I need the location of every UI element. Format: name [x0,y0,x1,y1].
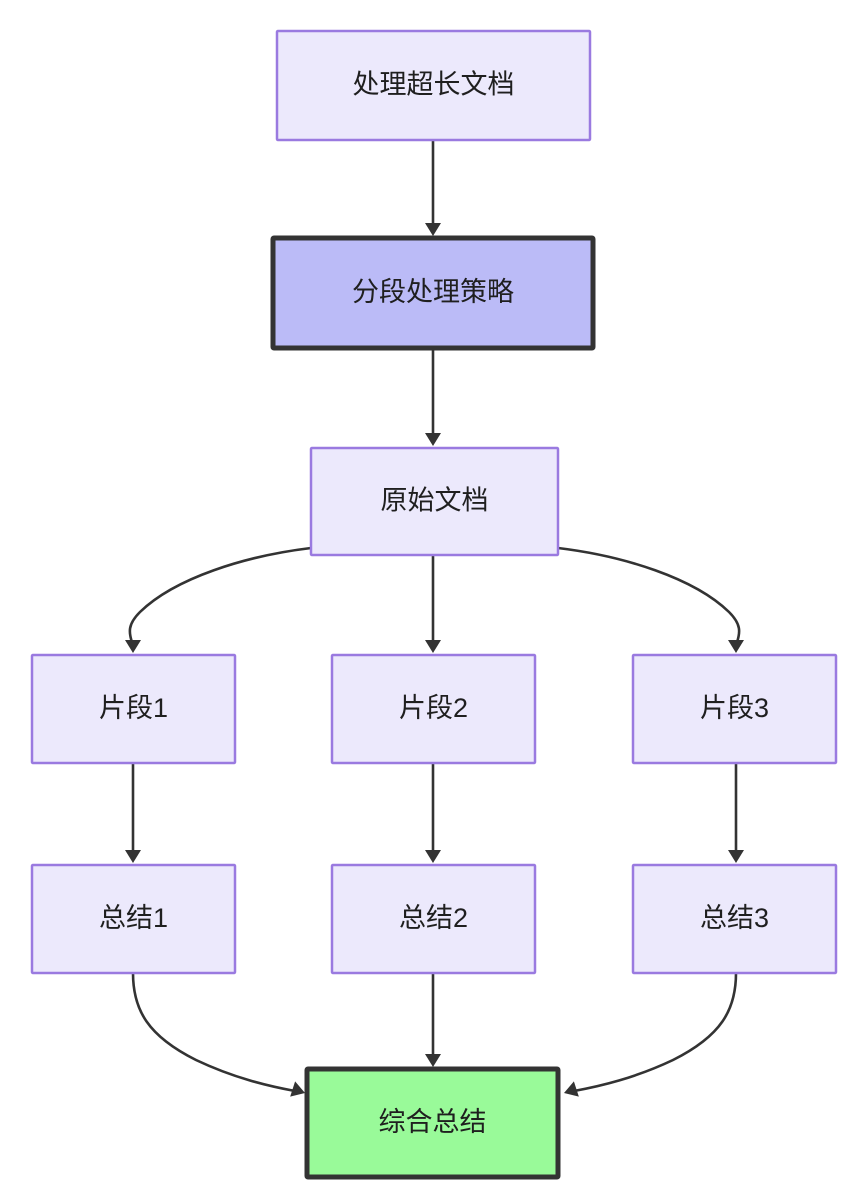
arrowhead-n9-n10 [564,1081,579,1097]
arrowhead-n3-n4 [125,640,141,653]
node-n9[interactable]: 总结3 [631,863,838,975]
edge-n9-to-n10 [573,972,738,1093]
node-box-n3[interactable] [309,446,560,557]
arrowhead-n7-n10 [290,1081,305,1097]
arrowhead-n3-n5 [425,640,441,653]
node-label-n9: 总结3 [700,903,769,933]
node-n10[interactable]: 综合总结 [304,1066,561,1180]
edge-n3-to-n4 [128,546,312,646]
arrowhead-n3-n6 [728,640,744,653]
node-n5[interactable]: 片段2 [330,653,537,765]
node-label-n8: 总结2 [399,903,468,933]
node-label-n10: 综合总结 [379,1107,487,1137]
arrowhead-n6-n9 [728,850,744,863]
node-box-n4[interactable] [30,653,237,765]
node-label-n2: 分段处理策略 [352,277,514,307]
node-n2[interactable]: 分段处理策略 [270,235,596,351]
node-n3[interactable]: 原始文档 [309,446,560,557]
arrowhead-n1-n2 [425,223,441,236]
node-n8[interactable]: 总结2 [330,863,537,975]
edge-layer [128,140,741,1093]
edge-n7-to-n10 [131,972,296,1093]
node-n1[interactable]: 处理超长文档 [275,29,592,142]
node-box-n6[interactable] [631,653,838,765]
node-label-n5: 片段2 [399,693,468,723]
node-box-n1[interactable] [275,29,592,142]
node-box-n5[interactable] [330,653,537,765]
node-n4[interactable]: 片段1 [30,653,237,765]
arrowhead-n2-n3 [425,433,441,446]
arrowhead-n8-n10 [425,1054,441,1067]
node-n7[interactable]: 总结1 [30,863,237,975]
node-label-n3: 原始文档 [381,486,489,516]
node-label-n1: 处理超长文档 [353,70,515,100]
node-box-n8[interactable] [330,863,537,975]
node-label-n6: 片段3 [700,693,769,723]
node-box-n9[interactable] [631,863,838,975]
node-box-n2[interactable] [270,235,596,351]
arrowhead-n4-n7 [125,850,141,863]
arrowhead-n5-n8 [425,850,441,863]
node-label-n7: 总结1 [99,903,168,933]
arrowhead-layer [125,223,744,1097]
node-box-n7[interactable] [30,863,237,975]
node-n6[interactable]: 片段3 [631,653,838,765]
node-box-n10[interactable] [304,1066,561,1180]
edge-n3-to-n6 [557,546,741,646]
node-label-n4: 片段1 [99,693,168,723]
